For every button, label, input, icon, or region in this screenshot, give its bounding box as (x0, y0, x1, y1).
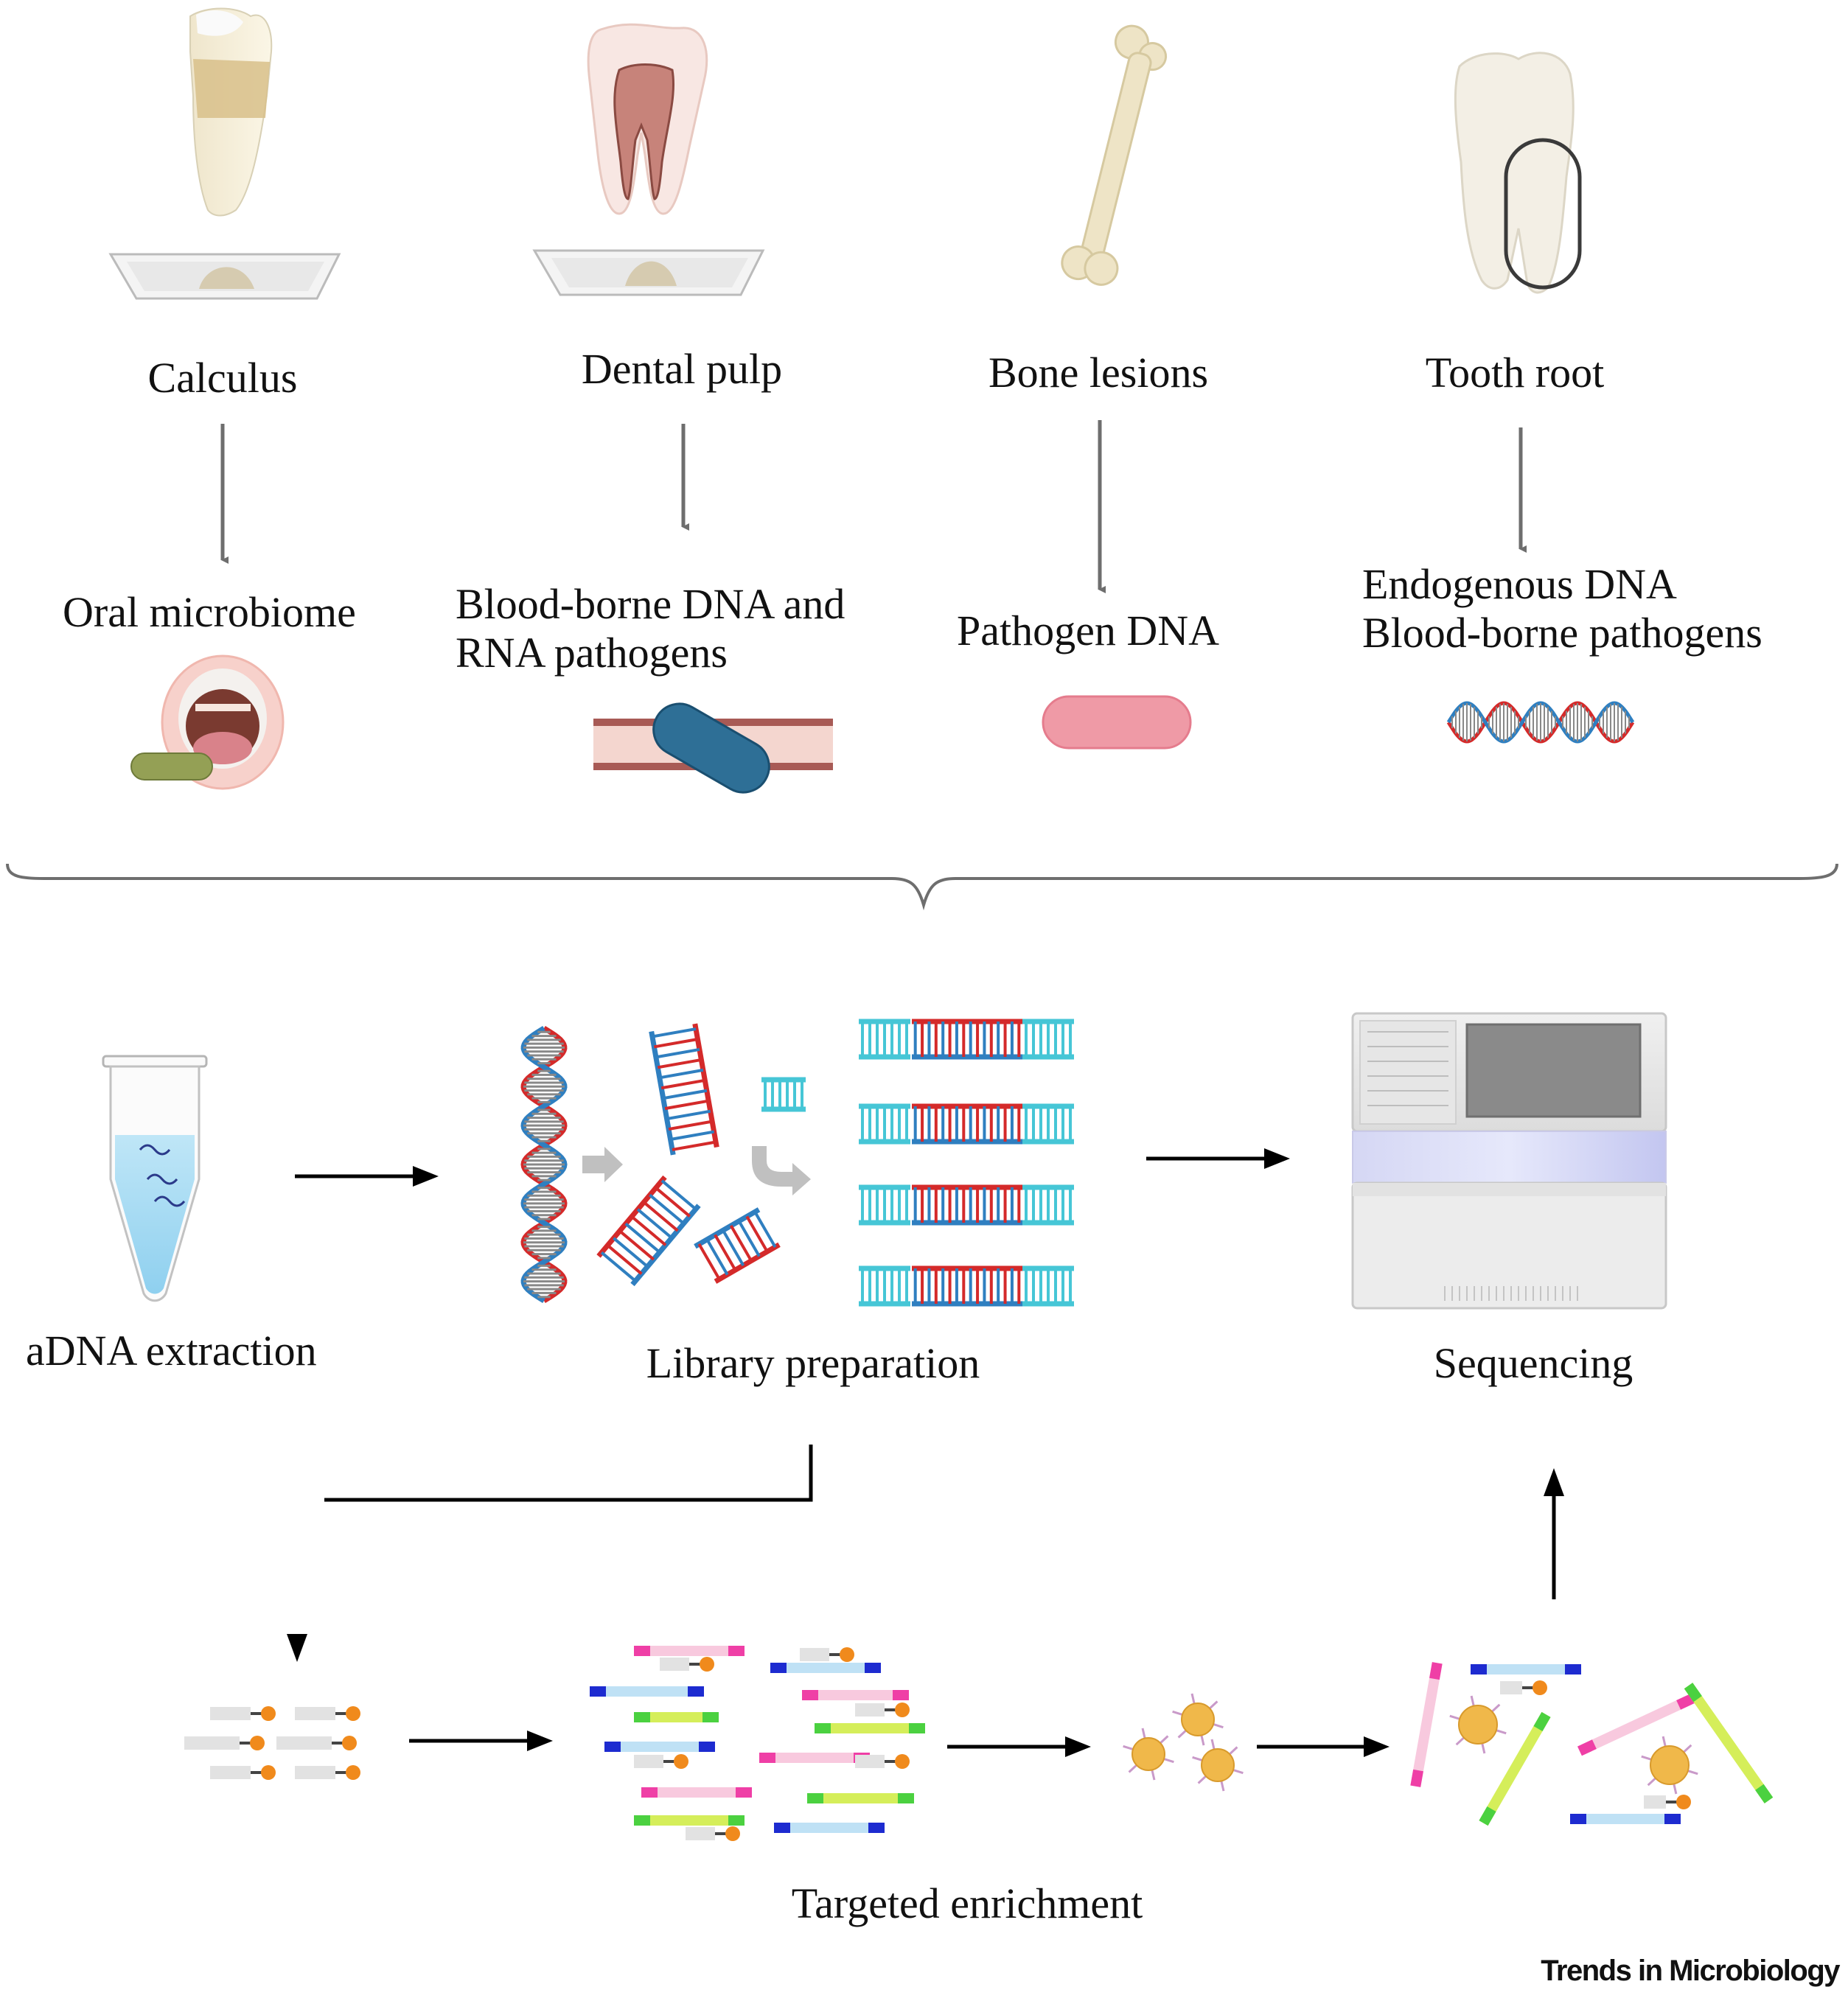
workflow-arrows (287, 1148, 1564, 1757)
sample-label-calculus: Calculus (147, 354, 298, 402)
captured-fragments (1410, 1662, 1774, 1826)
probe-library-mixture (590, 1646, 925, 1841)
dna-helix-icon (1446, 701, 1635, 744)
sample-label-tooth-root: Tooth root (1425, 349, 1605, 397)
dna-fragments (596, 1023, 781, 1287)
sample-label-bone-lesions: Bone lesions (988, 349, 1209, 397)
streptavidin-beads (1123, 1693, 1244, 1792)
dental-pulp-weigh-boat-icon (532, 249, 765, 296)
target-label-pathogen-dna: Pathogen DNA (957, 607, 1220, 654)
calculus-weigh-boat-icon (108, 253, 341, 300)
double-helix-icon (520, 1026, 568, 1303)
target-label-oral-microbiome: Oral microbiome (63, 588, 356, 636)
blue-bacterium-icon (652, 702, 770, 794)
calculus-tooth-icon (189, 7, 273, 217)
tooth-root-icon (1454, 52, 1582, 294)
step-label-targeted-enrichment: Targeted enrichment (791, 1879, 1143, 1927)
mouth-icon (161, 654, 285, 790)
probe-set (184, 1706, 360, 1780)
target-label-blood-borne-pathogens: Blood-borne pathogens (1362, 609, 1762, 657)
green-bacterium-icon (130, 752, 213, 781)
target-label-blood-borne-line1: Blood-borne DNA and (456, 580, 845, 628)
extraction-tube-icon (102, 1055, 208, 1302)
pink-bacterium-icon (1042, 695, 1192, 750)
step-label-sequencing: Sequencing (1433, 1339, 1633, 1387)
library-molecules (859, 1019, 1074, 1307)
fragmentation-arrows (582, 1146, 811, 1195)
femur-bone-icon (1061, 24, 1168, 286)
step-label-extraction: aDNA extraction (26, 1327, 317, 1375)
adapter-icon (761, 1077, 806, 1112)
target-label-blood-borne-line2: RNA pathogens (456, 629, 728, 677)
sample-label-dental-pulp: Dental pulp (581, 345, 783, 393)
dental-pulp-tooth-icon (587, 23, 708, 215)
target-label-endogenous-dna: Endogenous DNA (1362, 560, 1677, 608)
step-label-library-preparation: Library preparation (646, 1339, 980, 1387)
grouping-brace (6, 863, 1838, 911)
journal-credit: Trends in Microbiology (1541, 1955, 1840, 1987)
sequencer-icon (1351, 1012, 1667, 1310)
